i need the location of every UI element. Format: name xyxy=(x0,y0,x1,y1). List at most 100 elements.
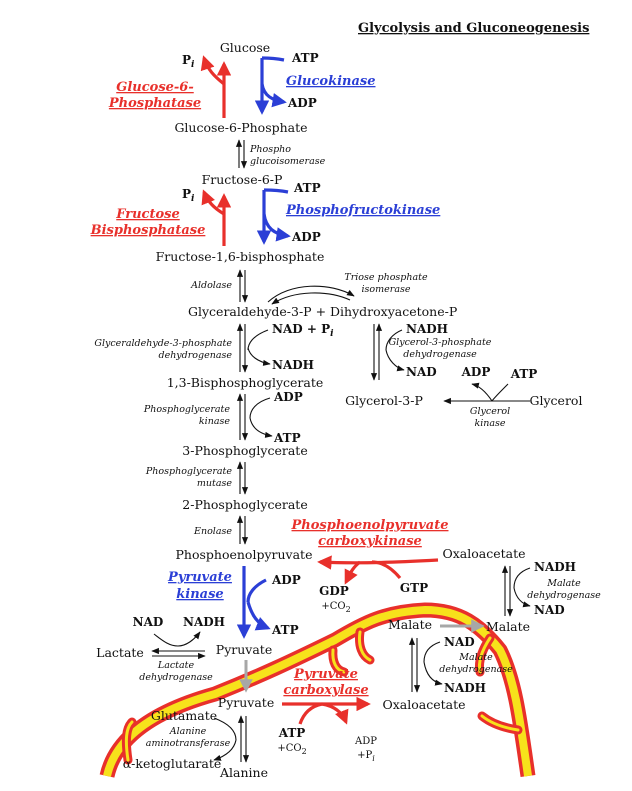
cofactor-nadh-1: NADH xyxy=(272,358,314,372)
cofactor-atp-glycerol: ATP xyxy=(510,367,538,381)
cofactor-atp-1: ATP xyxy=(291,51,319,65)
step-malate-dehydrogenase-cytosol xyxy=(501,565,531,617)
enzyme-pyruvate-kinase-line1: Pyruvate xyxy=(167,570,232,585)
enzyme-phosphoglucoisomerase-line2: glucoisomerase xyxy=(250,156,326,167)
enzyme-gapdh-line2: dehydrogenase xyxy=(158,350,232,361)
enzyme-pyruvate-carboxylase-line2: carboxylase xyxy=(283,683,368,698)
enzyme-gapdh-line1: Glyceraldehyde-3-phosphate xyxy=(94,338,232,349)
enzyme-pepck-line1: Phosphoenolpyruvate xyxy=(291,518,449,533)
metabolite-2-phosphoglycerate: 2-Phosphoglycerate xyxy=(182,497,307,512)
metabolite-glucose-6-phosphate: Glucose-6-Phosphate xyxy=(174,120,307,135)
cofactor-atp-2: ATP xyxy=(293,181,321,195)
step-glucokinase xyxy=(200,55,287,118)
step-phosphofructokinase xyxy=(201,188,291,246)
enzyme-pgm-line2: mutase xyxy=(197,478,232,489)
mitochondrion-membrane xyxy=(99,602,536,778)
metabolite-glutamate: Glutamate xyxy=(151,708,217,723)
metabolite-oxaloacetate-mito: Oxaloacetate xyxy=(382,697,465,712)
enzyme-glucose-6-phosphatase-line2: Phosphatase xyxy=(108,96,201,111)
cofactor-co2-pc: +CO2 xyxy=(277,743,306,756)
enzyme-alt-line1: Alanine xyxy=(169,726,207,737)
enzyme-fructose-bisphosphatase-line1: Fructose xyxy=(115,207,179,222)
step-phosphoglucoisomerase xyxy=(235,139,248,169)
enzyme-fructose-bisphosphatase-line2: Bisphosphatase xyxy=(90,223,206,238)
metabolite-alanine: Alanine xyxy=(219,765,268,780)
enzyme-phosphofructokinase: Phosphofructokinase xyxy=(285,203,440,218)
metabolite-glycerol-3-p: Glycerol-3-P xyxy=(345,393,423,408)
cofactor-nad-g3p: NAD xyxy=(406,365,437,379)
cofactor-adp-pgk: ADP xyxy=(273,390,303,404)
cofactor-atp-pk: ATP xyxy=(271,623,299,637)
cofactor-nad-pi: NAD + Pi xyxy=(272,322,334,339)
metabolite-1-3-bisphosphoglycerate: 1,3-Bisphosphoglycerate xyxy=(167,375,324,390)
metabolite-3-phosphoglycerate: 3-Phosphoglycerate xyxy=(182,443,307,458)
enzyme-triose-phosphate-isomerase-line1: Triose phosphate xyxy=(344,272,428,283)
enzyme-aldolase: Aldolase xyxy=(190,280,232,291)
cofactor-nad-mdh-mito: NAD xyxy=(444,635,475,649)
enzyme-pyruvate-kinase-line2: kinase xyxy=(176,587,223,602)
enzyme-glycerol-3-phosphate-dehydrogenase-line2: dehydrogenase xyxy=(403,349,477,360)
cofactor-pi-2: Pi xyxy=(182,187,195,204)
metabolite-gap-dhap: Glyceraldehyde-3-P + Dihydroxyacetone-P xyxy=(188,304,457,319)
cofactor-nadh-g3p: NADH xyxy=(406,322,448,336)
cofactor-atp-pgk: ATP xyxy=(273,431,301,445)
cofactor-adp-pk: ADP xyxy=(271,573,301,587)
cofactor-gtp: GTP xyxy=(400,581,428,595)
metabolite-alpha-ketoglutarate: α-ketoglutarate xyxy=(123,756,222,771)
metabolite-pyruvate-cytosol: Pyruvate xyxy=(216,642,272,657)
metabolite-malate-cytosol: Malate xyxy=(486,619,530,634)
cofactor-nadh-mdh-cytosol: NADH xyxy=(534,560,576,574)
enzyme-malate-dehydrogenase-mito-line1: Malate xyxy=(458,652,493,663)
step-phosphoglycerate-kinase xyxy=(236,393,273,441)
enzyme-pgk-line2: kinase xyxy=(199,416,230,427)
cofactor-atp-pc: ATP xyxy=(278,726,306,740)
enzyme-glycerol-kinase-line2: kinase xyxy=(474,418,505,429)
step-aldolase xyxy=(236,269,249,303)
enzyme-malate-dehydrogenase-mito-line2: dehydrogenase xyxy=(439,664,513,675)
step-triose-phosphate-isomerase xyxy=(267,285,355,305)
enzyme-glucose-6-phosphatase-line1: Glucose-6- xyxy=(116,80,194,95)
metabolite-pyruvate-mito: Pyruvate xyxy=(218,695,274,710)
step-phosphoglycerate-mutase xyxy=(236,461,249,495)
metabolite-fructose-6-p: Fructose-6-P xyxy=(202,172,283,187)
enzyme-alt-line2: aminotransferase xyxy=(146,738,231,749)
metabolite-glucose: Glucose xyxy=(220,40,270,55)
enzyme-glycerol-3-phosphate-dehydrogenase-line1: Glycerol-3-phosphate xyxy=(389,337,492,348)
step-alanine-aminotransferase xyxy=(213,715,250,763)
enzyme-triose-phosphate-isomerase-line2: isomerase xyxy=(362,284,411,295)
step-gapdh xyxy=(236,323,271,373)
metabolite-malate-mito: Malate xyxy=(388,617,432,632)
cofactor-pi-1: Pi xyxy=(182,53,195,70)
cofactor-adp-2: ADP xyxy=(291,230,321,244)
step-pyruvate-carboxylase xyxy=(282,696,371,725)
step-glycerol-3-phosphate-dehydrogenase xyxy=(370,323,405,381)
cofactor-nadh-ldh: NADH xyxy=(183,615,225,629)
cofactor-pi-pc: +Pi xyxy=(357,750,375,763)
cofactor-nadh-mdh-mito: NADH xyxy=(444,681,486,695)
metabolite-fructose-1-6-bisphosphate: Fructose-1,6-bisphosphate xyxy=(156,249,325,264)
metabolite-oxaloacetate-cytosol: Oxaloacetate xyxy=(442,546,525,561)
enzyme-malate-dehydrogenase-cytosol-line1: Malate xyxy=(546,578,581,589)
enzyme-glucokinase: Glucokinase xyxy=(286,74,376,89)
cofactor-nad-ldh: NAD xyxy=(133,615,164,629)
enzyme-ldh-line2: dehydrogenase xyxy=(139,672,213,683)
enzyme-ldh-line1: Lactate xyxy=(157,660,195,671)
step-glycerol-kinase xyxy=(443,382,530,405)
cofactor-co2-pepck: +CO2 xyxy=(321,601,350,614)
cofactor-nad-mdh-cytosol: NAD xyxy=(534,603,565,617)
step-pyruvate-kinase xyxy=(236,566,271,639)
step-pepck xyxy=(317,555,439,585)
enzyme-phosphoglucoisomerase-line1: Phospho xyxy=(249,144,291,155)
cofactor-adp-1: ADP xyxy=(287,96,317,110)
step-enolase xyxy=(236,515,249,545)
enzyme-enolase: Enolase xyxy=(193,526,232,537)
metabolite-glycerol: Glycerol xyxy=(530,393,583,408)
enzyme-pyruvate-carboxylase-line1: Pyruvate xyxy=(293,667,358,682)
step-lactate-dehydrogenase xyxy=(151,631,206,660)
cofactor-adp-glycerol: ADP xyxy=(461,365,491,379)
step-malate-dehydrogenase-mito xyxy=(408,637,443,693)
metabolite-phosphoenolpyruvate: Phosphoenolpyruvate xyxy=(176,547,313,562)
cofactor-adp-pc: ADP xyxy=(354,736,377,747)
